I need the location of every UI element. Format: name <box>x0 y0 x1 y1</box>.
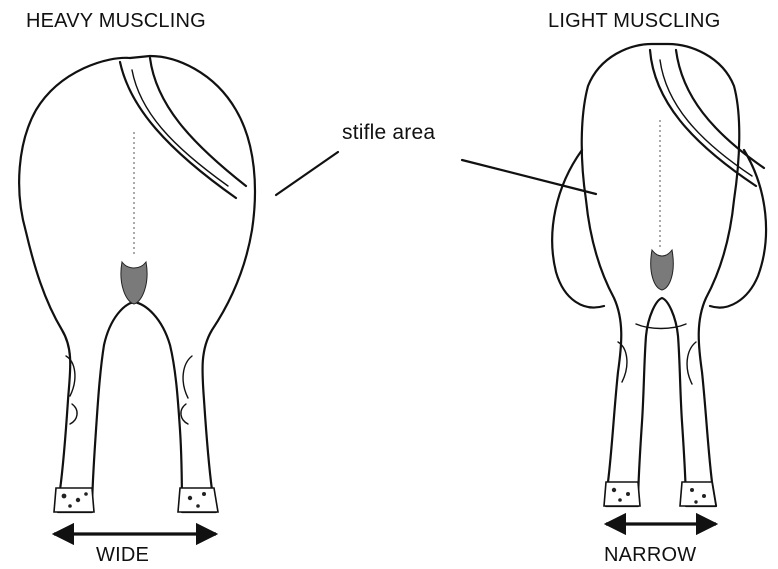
heavy-muscled-hindquarters <box>19 56 255 512</box>
stifle-leader-line-left <box>276 152 338 195</box>
light-muscled-hindquarters <box>552 44 766 506</box>
stifle-leader-line-right <box>462 160 596 194</box>
